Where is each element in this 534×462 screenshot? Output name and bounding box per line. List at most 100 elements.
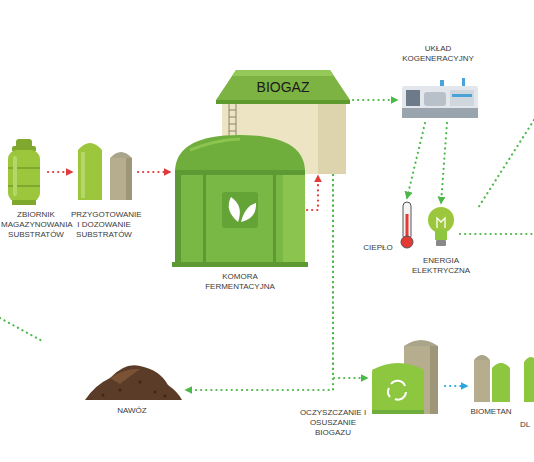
flow-arrow <box>441 123 447 203</box>
pile-grain <box>164 395 167 398</box>
chamber-rib <box>203 175 206 264</box>
cleaner-base <box>372 410 424 414</box>
dosing-tank <box>78 150 102 200</box>
chp-base <box>402 108 478 118</box>
component-label: CIEPŁO <box>363 243 392 253</box>
leaf-icon <box>229 197 240 222</box>
dosing-dome <box>78 143 102 150</box>
flow-arrow <box>333 175 367 378</box>
storage-tank <box>8 139 40 205</box>
plant-component: ZBIORNIK MAGAZYNOWANIA SUBSTRATÓW <box>4 136 44 206</box>
bio-dome <box>492 363 510 368</box>
plant-component: UKŁAD KOGENERACYJNY <box>400 78 480 120</box>
cleaning-unit <box>372 340 438 414</box>
component-label: ENERGIA ELEKTRYCZNA <box>412 256 470 276</box>
component-label: OCZYSZCZANIE I OSUSZANIE BIOGAZU <box>299 408 367 438</box>
plant-component: OCZYSZCZANIE I OSUSZANIE BIOGAZU <box>370 334 442 416</box>
dosing-highlight <box>81 152 85 198</box>
bulb-glass <box>428 207 454 233</box>
flow-arrow <box>186 175 333 390</box>
ladder-rung <box>229 131 236 132</box>
tank-highlight <box>13 156 17 196</box>
chp-engine <box>424 92 446 106</box>
chamber-body <box>175 170 305 264</box>
offpage-flow <box>478 120 534 208</box>
chp-generator <box>450 90 474 106</box>
tank-foot <box>12 200 36 205</box>
chamber-base <box>172 262 308 267</box>
plant-component: PRZYGOTOWANIE I DOZOWANIE SUBSTRATÓW <box>76 138 134 202</box>
tank-rib <box>8 185 40 187</box>
pile-grain <box>139 381 142 384</box>
pile-grain <box>154 391 157 394</box>
cut-label: DL <box>520 420 530 430</box>
chp-detail <box>452 94 472 97</box>
flow-arrow <box>353 99 397 101</box>
leaf-icon <box>241 203 256 222</box>
flow-arrow <box>307 176 318 210</box>
component-label: BIOGAZ <box>257 79 310 97</box>
cleaner-dome <box>372 363 424 370</box>
ladder-rung <box>229 117 236 118</box>
recycle-icon <box>388 381 406 400</box>
pile <box>85 365 182 400</box>
flow-arrow <box>445 385 467 387</box>
chamber-ring <box>175 170 305 175</box>
bulb-neck <box>435 230 447 240</box>
chp-panel <box>406 90 420 106</box>
dome-highlight <box>190 139 240 150</box>
plant-component: BIOMETAN <box>470 350 512 404</box>
cleaner-tank <box>372 369 424 414</box>
thermo-tube <box>403 202 411 240</box>
plant-component: CIEPŁO <box>398 200 418 250</box>
roof-edge <box>216 100 350 104</box>
biomethane-tanks <box>474 355 534 402</box>
flow-arrow <box>48 171 72 173</box>
offpage-tank <box>524 362 534 402</box>
tower-dome <box>404 340 438 346</box>
chamber-edge <box>175 175 181 264</box>
flow-arrow <box>138 171 170 173</box>
offpage-flow <box>460 233 534 235</box>
component-label: KOMORA FERMENTACYJNA <box>192 272 288 292</box>
fertilizer-pile <box>85 365 182 400</box>
thermo-bulb <box>401 236 413 248</box>
chp-housing <box>402 86 478 118</box>
fermentation-chamber <box>172 135 308 267</box>
chamber-panel <box>283 175 305 264</box>
chp-unit <box>402 78 478 118</box>
bulb-base <box>436 240 446 246</box>
chamber-dome <box>175 135 305 172</box>
plant-component: NAWÓZ <box>84 362 182 402</box>
roof-highlight <box>232 70 334 76</box>
dosing-shade <box>126 158 132 200</box>
dosing-tanks <box>78 143 132 200</box>
flow-arrow <box>407 123 425 198</box>
tank-body <box>8 150 40 202</box>
thermometer <box>401 202 413 248</box>
tower-shade <box>430 346 438 414</box>
pile-grain <box>119 389 122 392</box>
bio-tank <box>474 360 490 402</box>
component-label: PRZYGOTOWANIE I DOZOWANIE SUBSTRATÓW <box>71 210 137 240</box>
offpage-tank <box>524 357 534 362</box>
offpage-flow <box>0 318 44 342</box>
plant-component: KOMORA FERMENTACYJNA <box>174 134 306 268</box>
dosing-dome <box>110 152 132 158</box>
ladder-rung <box>229 110 236 111</box>
holder-roof <box>216 70 350 100</box>
tank-rib <box>8 167 40 169</box>
chamber-rib <box>273 175 276 264</box>
pile-highlight <box>110 369 140 384</box>
bulb-filament <box>437 218 445 228</box>
pile-grain <box>102 394 105 397</box>
component-label: NAWÓZ <box>117 406 146 416</box>
holder-shade <box>318 98 346 174</box>
component-label: ZBIORNIK MAGAZYNOWANIA SUBSTRATÓW <box>1 210 71 240</box>
component-label: UKŁAD KOGENERACYJNY <box>399 44 477 64</box>
bio-tank <box>492 368 510 402</box>
plant-component: ENERGIA ELEKTRYCZNA <box>427 205 455 248</box>
ladder-rung <box>229 124 236 125</box>
bio-dome <box>474 355 490 360</box>
